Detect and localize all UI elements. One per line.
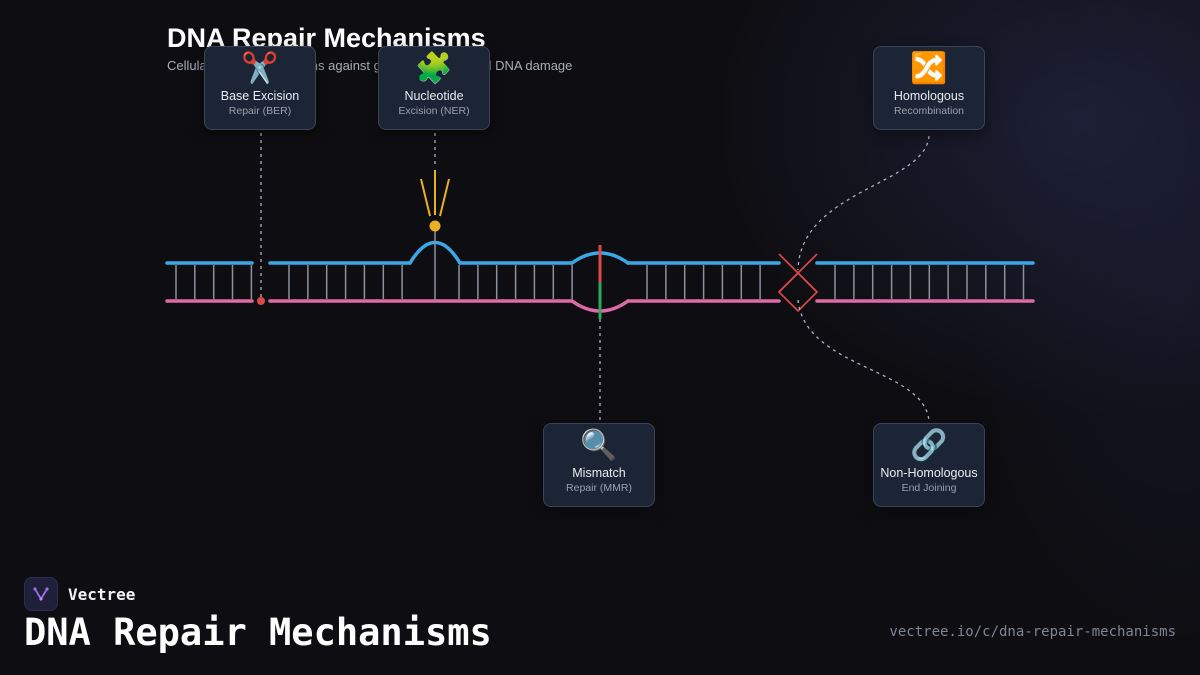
shuffle-icon: 🔀 <box>910 51 948 86</box>
link-icon: 🔗 <box>910 428 948 463</box>
bottom-strand <box>165 299 1035 313</box>
hr-card[interactable]: 🔀 Homologous Recombination <box>873 46 985 130</box>
ber-card[interactable]: ✂️ Base Excision Repair (BER) <box>204 46 316 130</box>
mmr-card-name: Mismatch <box>572 466 626 480</box>
nhej-connector <box>797 299 930 424</box>
footer-title: DNA Repair Mechanisms <box>24 611 492 654</box>
base-pair-rungs <box>175 265 1025 299</box>
nhej-card-sub: End Joining <box>901 482 957 494</box>
magnifier-icon: 🔍 <box>580 428 618 463</box>
nhej-card-name: Non-Homologous <box>880 466 978 480</box>
puzzle-icon: 🧩 <box>415 51 453 86</box>
ber-card-name: Base Excision <box>220 89 300 103</box>
mmr-card[interactable]: 🔍 Mismatch Repair (MMR) <box>543 423 655 507</box>
ber-card-sub: Repair (BER) <box>228 105 292 117</box>
nhej-card[interactable]: 🔗 Non-Homologous End Joining <box>873 423 985 507</box>
footer-url[interactable]: vectree.io/c/dna-repair-mechanisms <box>889 624 1176 640</box>
ner-card-sub: Excision (NER) <box>398 105 470 117</box>
top-strand <box>165 241 1035 265</box>
hr-card-sub: Recombination <box>893 105 965 117</box>
hr-card-name: Homologous <box>893 89 965 103</box>
scissors-icon: ✂️ <box>241 51 279 86</box>
footer-brand[interactable]: Vectree <box>24 577 135 611</box>
ber-damaged-base <box>257 297 265 305</box>
mmr-card-sub: Repair (MMR) <box>566 482 632 494</box>
vectree-logo-icon <box>24 577 58 611</box>
hr-connector <box>797 135 930 271</box>
ner-card-name: Nucleotide <box>404 89 464 103</box>
double-strand-break <box>777 253 819 313</box>
connectors <box>260 133 930 424</box>
ner-lesion <box>420 170 450 301</box>
brand-name: Vectree <box>68 584 136 604</box>
ner-card[interactable]: 🧩 Nucleotide Excision (NER) <box>378 46 490 130</box>
